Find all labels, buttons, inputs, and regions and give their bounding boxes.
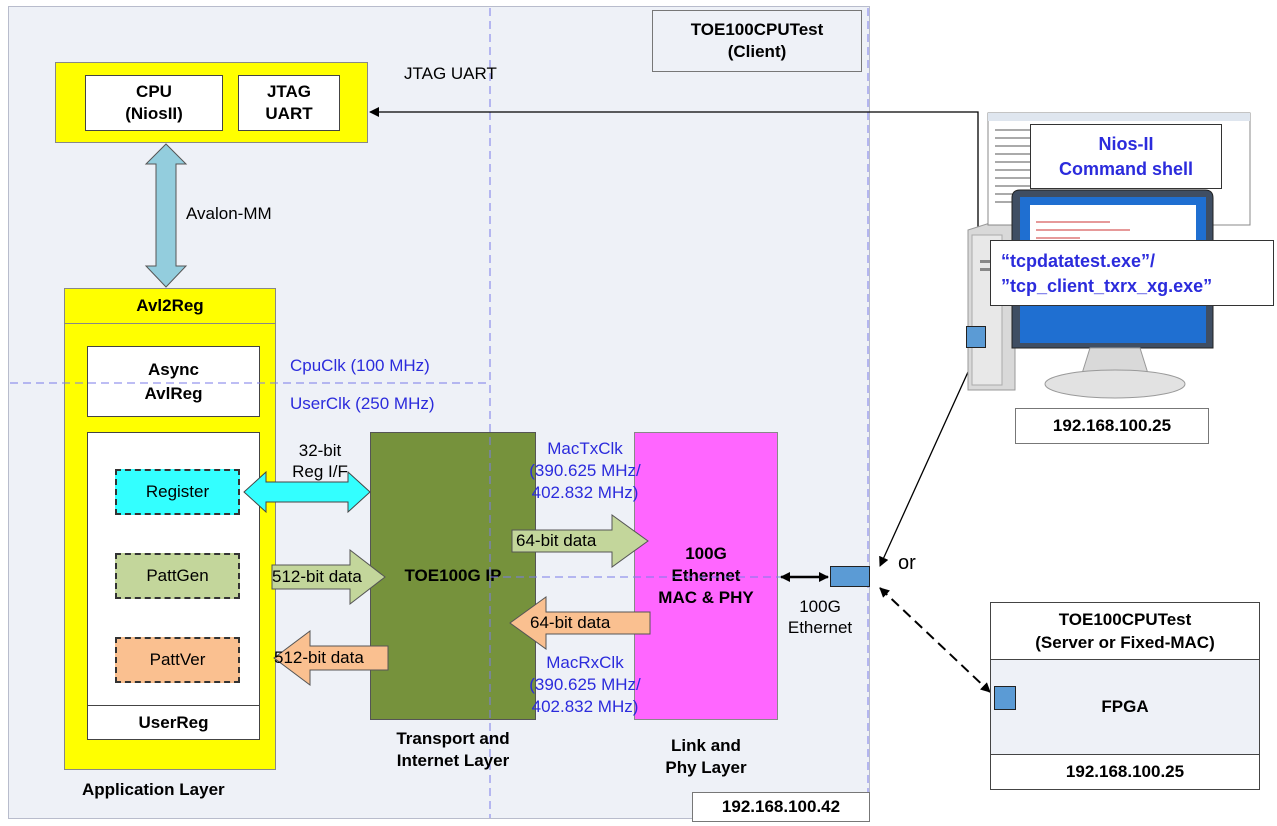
mac-line1: 100G	[685, 544, 727, 563]
pc-ip-box: 192.168.100.25	[1015, 408, 1209, 444]
mac-rx-clk-line2: (390.625 MHz/	[529, 675, 641, 694]
cpu-label: CPU	[136, 82, 172, 101]
jtag-uart-label: JTAG UART	[404, 64, 497, 83]
async-label: Async	[147, 359, 200, 379]
cpu-sublabel: (NiosII)	[125, 104, 183, 123]
tx-512-arrow	[271, 548, 386, 606]
jtag-uart-link	[369, 107, 979, 290]
register-block: Register	[115, 469, 240, 515]
reg-if-label: 32-bit Reg I/F	[280, 440, 360, 482]
app-layer-caption: Application Layer	[82, 780, 225, 799]
board-title-line2: (Client)	[727, 42, 787, 61]
pattgen-block: PattGen	[115, 553, 240, 599]
mac-rx-clk-line3: 402.832 MHz)	[531, 697, 639, 716]
userreg-label: UserReg	[87, 705, 260, 740]
or-label: or	[898, 552, 916, 574]
mac-tx-clk-line2: (390.625 MHz/	[529, 461, 641, 480]
mac-tx-clk-line3: 402.832 MHz)	[531, 483, 639, 502]
pc-port-icon	[966, 326, 986, 348]
ethernet-port-icon	[830, 566, 870, 587]
avlreg-label: AvlReg	[144, 383, 203, 403]
nios-line2: Command shell	[1058, 158, 1194, 179]
tx-64-arrow	[511, 514, 649, 568]
cpu-clk-label: CpuClk (100 MHz)	[290, 356, 430, 375]
rx-512-label: 512-bit data	[274, 648, 364, 667]
mac-tx-clk-line1: MacTxClk	[547, 439, 623, 458]
rx-64-label: 64-bit data	[530, 613, 611, 632]
exe-line2: ”tcp_client_txrx_xg.exe”	[1001, 276, 1213, 296]
transport-caption: Transport and Internet Layer	[370, 728, 536, 772]
nios-line1: Nios-II	[1098, 133, 1154, 154]
server-title-line1: TOE100CPUTest	[1058, 610, 1192, 629]
exe-box: “tcpdatatest.exe”/ ”tcp_client_txrx_xg.e…	[990, 240, 1274, 306]
server-title-line2: (Server or Fixed-MAC)	[1035, 633, 1215, 652]
board-title-line1: TOE100CPUTest	[690, 20, 824, 39]
board-ip-box: 192.168.100.42	[692, 792, 870, 822]
jtag-uart-box: JTAG UART	[238, 75, 340, 131]
server-title: TOE100CPUTest (Server or Fixed-MAC)	[990, 602, 1260, 660]
reg-if-line1: 32-bit	[298, 441, 342, 460]
transport-line2: Internet Layer	[396, 751, 510, 770]
eth-line1: 100G	[799, 597, 841, 616]
tx-64-label: 64-bit data	[516, 531, 597, 550]
link-line1: Link and	[671, 736, 741, 755]
reg-if-arrow	[243, 470, 371, 514]
cpu-box: CPU (NiosII)	[85, 75, 223, 131]
transport-line1: Transport and	[396, 729, 510, 748]
pc-link	[879, 349, 979, 567]
uart-label: UART	[265, 104, 313, 123]
mac-rx-clk-label: MacRxClk (390.625 MHz/ 402.832 MHz)	[510, 652, 660, 718]
eth-line2: Ethernet	[787, 618, 853, 637]
link-line2: Phy Layer	[665, 758, 747, 777]
pattver-block: PattVer	[115, 637, 240, 683]
eth-label: 100G Ethernet	[775, 596, 865, 638]
board-title: TOE100CPUTest (Client)	[652, 10, 862, 72]
async-avlreg-box: Async AvlReg	[87, 346, 260, 417]
tx-512-label: 512-bit data	[272, 567, 362, 586]
rx-64-arrow	[509, 596, 651, 650]
nios-command-shell-box: Nios-II Command shell	[1030, 124, 1222, 189]
jtag-label: JTAG	[266, 82, 312, 101]
mac-tx-clk-label: MacTxClk (390.625 MHz/ 402.832 MHz)	[510, 438, 660, 504]
mac-phy-block: 100G Ethernet MAC & PHY	[634, 432, 778, 720]
exe-line1: “tcpdatatest.exe”/	[1001, 251, 1156, 271]
toe100g-ip-block: TOE100G IP	[370, 432, 536, 720]
reg-if-line2: Reg I/F	[292, 462, 348, 481]
avl2reg-title: Avl2Reg	[64, 288, 276, 324]
server-link	[879, 587, 991, 693]
link-caption: Link and Phy Layer	[634, 735, 778, 779]
rx-512-arrow	[273, 630, 389, 686]
user-clk-label: UserClk (250 MHz)	[290, 394, 435, 413]
mac-line3: MAC & PHY	[658, 588, 754, 607]
server-fpga-label: FPGA	[1101, 697, 1149, 716]
server-ip-box: 192.168.100.25	[990, 754, 1260, 790]
avalon-mm-arrow	[144, 143, 188, 288]
mac-line2: Ethernet	[671, 566, 741, 585]
avalon-mm-label: Avalon-MM	[186, 204, 272, 223]
mac-rx-clk-line1: MacRxClk	[546, 653, 624, 672]
server-port-icon	[994, 686, 1016, 710]
